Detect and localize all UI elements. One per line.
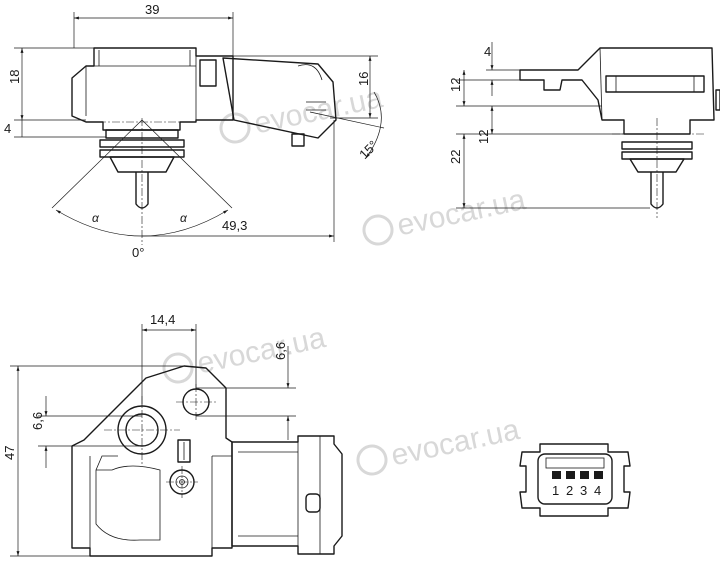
latch-block (199, 59, 217, 87)
angle-right-label: α (180, 211, 188, 225)
connector-tab (291, 133, 305, 147)
side-body-outline (519, 47, 715, 135)
dim-span-label: 49,3 (222, 218, 247, 233)
pin-1-contact (552, 471, 561, 479)
angle-zero-label: 0° (132, 245, 144, 260)
side-rib-upper (605, 75, 705, 93)
pin-2-label: 2 (566, 483, 573, 498)
svg-text:evocar.ua: evocar.ua (394, 183, 528, 242)
watermark-1: evocar.ua (219, 81, 386, 144)
pin-4-label: 4 (594, 483, 601, 498)
dim-top-label: 4 (484, 44, 491, 59)
dim-total-height-label: 47 (2, 446, 17, 460)
dim-connector-height-label: 16 (356, 72, 371, 86)
pin-3-contact (580, 471, 589, 479)
o-ring-upper (99, 139, 185, 148)
watermarks: evocar.ua evocar.ua evocar.ua evocar.ua (162, 81, 529, 476)
side-view: 4 12 12 22 (448, 42, 720, 218)
svg-text:evocar.ua: evocar.ua (194, 321, 328, 380)
pinout-outer-shell (519, 443, 631, 517)
dim-offset-label: 14,4 (150, 312, 175, 327)
o-ring-lower (99, 149, 185, 158)
dim-height-left-label: 18 (7, 70, 22, 84)
connector-pinout: 1 2 3 4 (519, 443, 631, 517)
top-view: α α 0° 39 18 4 16 15° 49,3 (4, 2, 385, 260)
svg-text:evocar.ua: evocar.ua (251, 81, 385, 140)
sensor-body-outline (71, 47, 234, 131)
pin-3-label: 3 (580, 483, 587, 498)
pin-1-label: 1 (552, 483, 559, 498)
bottom-body-outline (71, 365, 233, 557)
dim-lower-label: 22 (448, 150, 463, 164)
angle-left-label: α (92, 211, 100, 225)
dim-flange-label: 4 (4, 121, 11, 136)
watermark-4: evocar.ua (356, 413, 523, 476)
dim-tilt-angle-label: 15° (356, 138, 381, 163)
dim-upper-label: 12 (448, 78, 463, 92)
connector-latch (305, 493, 321, 513)
pinout-inner-cavity (537, 453, 613, 505)
dim-vertical-left-label: 6,6 (30, 412, 45, 430)
connector-housing (222, 57, 337, 139)
dim-length-label: 39 (145, 2, 159, 17)
dim-vertical-right-label: 6,6 (273, 342, 288, 360)
watermark-3: evocar.ua (162, 321, 329, 384)
watermark-2: evocar.ua (362, 183, 529, 246)
bottom-view: 14,4 6,6 6,6 47 (2, 312, 343, 557)
pinout-key (545, 457, 605, 469)
svg-text:evocar.ua: evocar.ua (388, 413, 522, 472)
rib-marker (177, 439, 191, 463)
pin-2-contact (566, 471, 575, 479)
dim-mid-label: 12 (476, 130, 491, 144)
pin-4-contact (594, 471, 603, 479)
